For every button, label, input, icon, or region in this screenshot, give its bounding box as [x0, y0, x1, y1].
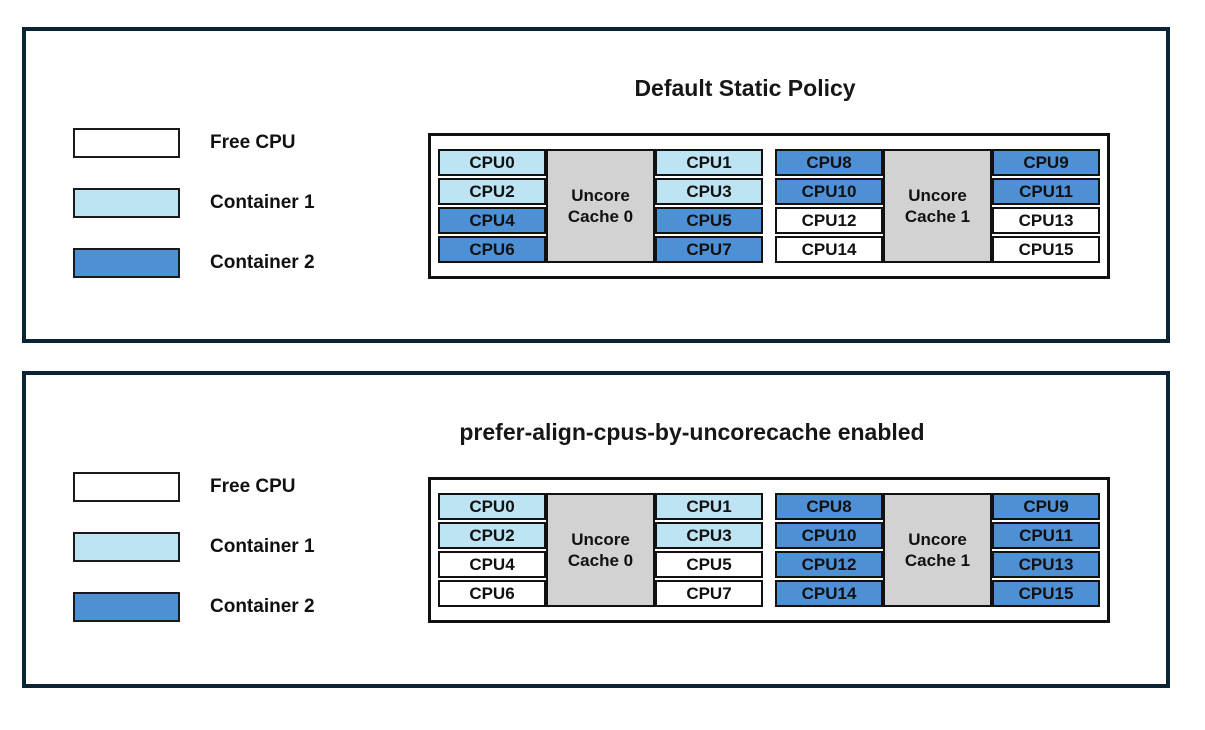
legend-swatch-free-cpu — [73, 472, 180, 502]
legend-item-container-1: Container 1 — [73, 188, 315, 218]
legend-label-container-2: Container 2 — [210, 252, 315, 273]
uncore-cache-box-0: Uncore Cache 0 — [546, 149, 655, 263]
uncore-cache-box-1: Uncore Cache 1 — [883, 493, 992, 607]
uncore-cache-box-1: Uncore Cache 1 — [883, 149, 992, 263]
legend-swatch-container-2 — [73, 592, 180, 622]
cpu-cell: CPU3 — [655, 178, 763, 205]
legend: Free CPU Container 1 Container 2 — [73, 472, 315, 622]
cpu-cell: CPU14 — [775, 236, 883, 263]
legend-item-container-2: Container 2 — [73, 248, 315, 278]
cpu-cell: CPU2 — [438, 178, 546, 205]
cpu-cell: CPU13 — [992, 207, 1100, 234]
uncore-cache-group-1: CPU8 CPU10 CPU12 CPU14 Uncore Cache 1 CP… — [775, 493, 1100, 607]
cpu-cell: CPU1 — [655, 149, 763, 176]
legend-item-container-1: Container 1 — [73, 532, 315, 562]
cpu-column-right: CPU9 CPU11 CPU13 CPU15 — [992, 149, 1100, 263]
cpu-column-left: CPU8 CPU10 CPU12 CPU14 — [775, 149, 883, 263]
cpu-column-left: CPU8 CPU10 CPU12 CPU14 — [775, 493, 883, 607]
cpu-cell: CPU7 — [655, 236, 763, 263]
cpu-column-right: CPU1 CPU3 CPU5 CPU7 — [655, 149, 763, 263]
cpu-cell: CPU14 — [775, 580, 883, 607]
cpu-topology-diagram: CPU0 CPU2 CPU4 CPU6 Uncore Cache 0 CPU1 … — [428, 133, 1110, 279]
uncore-cache-group-0: CPU0 CPU2 CPU4 CPU6 Uncore Cache 0 CPU1 … — [438, 149, 763, 263]
cpu-cell: CPU6 — [438, 236, 546, 263]
cpu-cell: CPU4 — [438, 551, 546, 578]
cpu-cell: CPU10 — [775, 178, 883, 205]
cpu-cell: CPU12 — [775, 551, 883, 578]
cpu-cell: CPU6 — [438, 580, 546, 607]
cpu-cell: CPU5 — [655, 207, 763, 234]
cpu-cell: CPU0 — [438, 493, 546, 520]
cpu-cell: CPU4 — [438, 207, 546, 234]
legend-label-free-cpu: Free CPU — [210, 132, 296, 153]
legend-swatch-container-1 — [73, 532, 180, 562]
uncore-cache-group-1: CPU8 CPU10 CPU12 CPU14 Uncore Cache 1 CP… — [775, 149, 1100, 263]
legend-label-free-cpu: Free CPU — [210, 476, 296, 497]
cpu-cell: CPU8 — [775, 149, 883, 176]
cpu-cell: CPU15 — [992, 580, 1100, 607]
legend-label-container-1: Container 1 — [210, 536, 315, 557]
cpu-cell: CPU9 — [992, 149, 1100, 176]
cpu-cell: CPU2 — [438, 522, 546, 549]
cpu-cell: CPU8 — [775, 493, 883, 520]
policy-panel-default-static: Default Static Policy Free CPU Container… — [22, 27, 1170, 343]
legend: Free CPU Container 1 Container 2 — [73, 128, 315, 278]
legend-label-container-2: Container 2 — [210, 596, 315, 617]
cpu-cell: CPU12 — [775, 207, 883, 234]
panel-title: Default Static Policy — [634, 75, 856, 101]
cpu-cell: CPU7 — [655, 580, 763, 607]
legend-item-container-2: Container 2 — [73, 592, 315, 622]
cpu-topology-diagram: CPU0 CPU2 CPU4 CPU6 Uncore Cache 0 CPU1 … — [428, 477, 1110, 623]
cpu-cell: CPU1 — [655, 493, 763, 520]
uncore-cache-box-0: Uncore Cache 0 — [546, 493, 655, 607]
legend-swatch-free-cpu — [73, 128, 180, 158]
panel-title: prefer-align-cpus-by-uncorecache enabled — [459, 419, 925, 445]
legend-swatch-container-2 — [73, 248, 180, 278]
cpu-cell: CPU13 — [992, 551, 1100, 578]
cpu-column-right: CPU1 CPU3 CPU5 CPU7 — [655, 493, 763, 607]
cpu-cell: CPU11 — [992, 178, 1100, 205]
cpu-cell: CPU0 — [438, 149, 546, 176]
legend-item-free-cpu: Free CPU — [73, 128, 315, 158]
cpu-cell: CPU5 — [655, 551, 763, 578]
cpu-column-right: CPU9 CPU11 CPU13 CPU15 — [992, 493, 1100, 607]
cpu-cell: CPU15 — [992, 236, 1100, 263]
legend-label-container-1: Container 1 — [210, 192, 315, 213]
cpu-column-left: CPU0 CPU2 CPU4 CPU6 — [438, 149, 546, 263]
cpu-cell: CPU10 — [775, 522, 883, 549]
cpu-cell: CPU3 — [655, 522, 763, 549]
uncore-cache-group-0: CPU0 CPU2 CPU4 CPU6 Uncore Cache 0 CPU1 … — [438, 493, 763, 607]
legend-item-free-cpu: Free CPU — [73, 472, 315, 502]
cpu-cell: CPU9 — [992, 493, 1100, 520]
cpu-cell: CPU11 — [992, 522, 1100, 549]
cpu-column-left: CPU0 CPU2 CPU4 CPU6 — [438, 493, 546, 607]
legend-swatch-container-1 — [73, 188, 180, 218]
policy-panel-uncorecache-enabled: prefer-align-cpus-by-uncorecache enabled… — [22, 371, 1170, 688]
